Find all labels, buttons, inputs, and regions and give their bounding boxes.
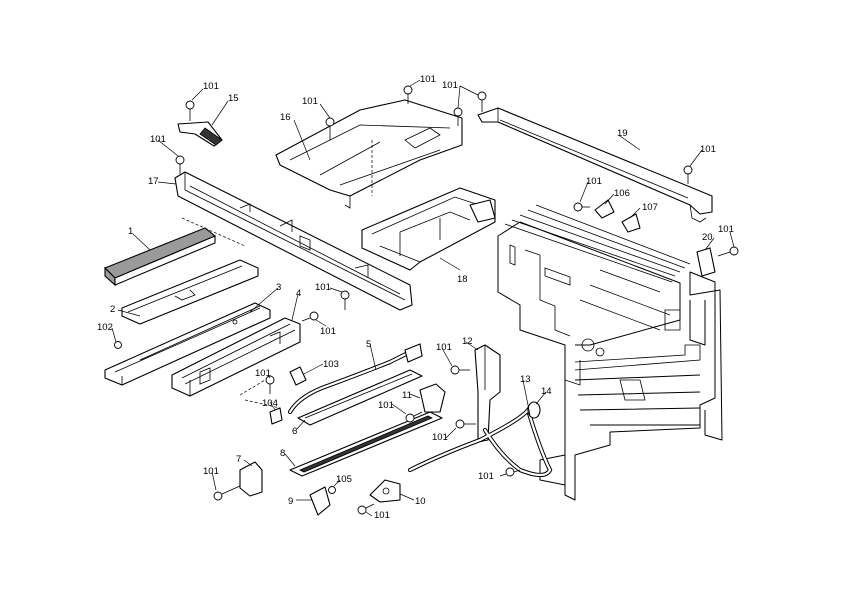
screw-101-q [357,503,375,515]
part-103-clip [289,366,307,386]
screw-101-k [450,365,470,375]
screw-101-e [683,165,693,184]
part-1-cover [104,217,246,287]
callout-105: 105 [336,474,352,485]
part-5-harness [287,343,423,415]
part-2-bracket [121,259,259,325]
screw-101-c [403,85,413,104]
callout-104: 104 [262,398,278,409]
part-3-rail [104,302,271,386]
callout-101-d: 101 [442,80,458,91]
callout-18: 18 [457,274,468,285]
part-20-bracket [696,247,716,277]
callout-17: 17 [148,176,159,187]
screw-101-m [405,411,423,423]
callout-103: 103 [323,359,339,370]
part-9-clip [309,486,331,516]
callout-2: 2 [110,304,115,315]
screw-101-n [455,419,476,429]
callout-12: 12 [462,336,473,347]
callout-102: 102 [97,322,113,333]
callout-11: 11 [402,390,412,401]
part-18-duct [361,187,496,271]
callout-101-h: 101 [718,224,734,235]
callout-101-b: 101 [302,96,318,107]
callout-101-q: 101 [374,510,390,521]
callout-4: 4 [296,288,301,299]
callout-101-o: 101 [478,471,494,482]
part-19-rail [477,107,713,223]
callout-10: 10 [415,496,426,507]
callout-101-c: 101 [420,74,436,85]
screw-101-d [477,91,487,112]
screw-101-f [175,155,185,174]
part-11-sensor [419,383,446,413]
callout-16: 16 [280,112,291,123]
callout-101-e: 101 [700,144,716,155]
callout-101-f: 101 [150,134,166,145]
callout-6: 6 [292,426,297,437]
callout-101-i: 101 [315,282,331,293]
screw-101-i [340,290,350,310]
callout-101-a: 101 [203,81,219,92]
callout-101-j: 101 [320,326,336,337]
callout-14: 14 [541,386,552,397]
leader-lines [111,79,735,517]
part-10-holder [369,479,401,503]
part-7-bracket [239,461,263,497]
callout-1: 1 [128,226,133,237]
callout-101-p: 101 [203,466,219,477]
screw-105 [328,486,336,494]
callout-101-l: 101 [255,368,271,379]
part-4-guide [171,317,301,397]
part-6-board [297,369,423,426]
callout-7: 7 [236,454,241,465]
part-13-harness [407,405,553,478]
callout-19: 19 [617,128,628,139]
callout-3: 3 [276,282,281,293]
callout-5: 5 [366,339,371,350]
screw-102 [114,341,122,349]
part-16-plate [275,99,463,209]
part-14-roller [527,401,541,419]
screw-101-g [573,202,590,212]
screw-101-a [185,100,195,121]
callout-101-m: 101 [378,400,394,411]
callout-9: 9 [288,496,293,507]
part-17-beam [174,171,413,311]
callout-106: 106 [614,188,630,199]
screws [114,85,739,515]
part-106-clamp [594,199,615,219]
callout-15: 15 [228,93,239,104]
callout-8: 8 [280,448,285,459]
screw-101-l [265,375,275,394]
part-8-board [289,411,443,477]
part-15-bracket [177,121,223,147]
callout-101-k: 101 [436,342,452,353]
screw-101-p [213,485,241,501]
callout-101-n: 101 [432,432,448,443]
callout-labels: 101 15 101 16 101 101 19 101 101 17 101 … [97,74,734,521]
callout-107: 107 [642,202,658,213]
screw-101-h [717,246,739,257]
callout-13: 13 [520,374,531,385]
screw-101-o [505,467,521,477]
part-12-bracket [474,344,501,443]
machine-frame [497,204,723,501]
screw-101-j [301,311,319,322]
callout-20: 20 [702,232,713,243]
callout-101-g: 101 [586,176,602,187]
part-104-clip [269,407,283,425]
